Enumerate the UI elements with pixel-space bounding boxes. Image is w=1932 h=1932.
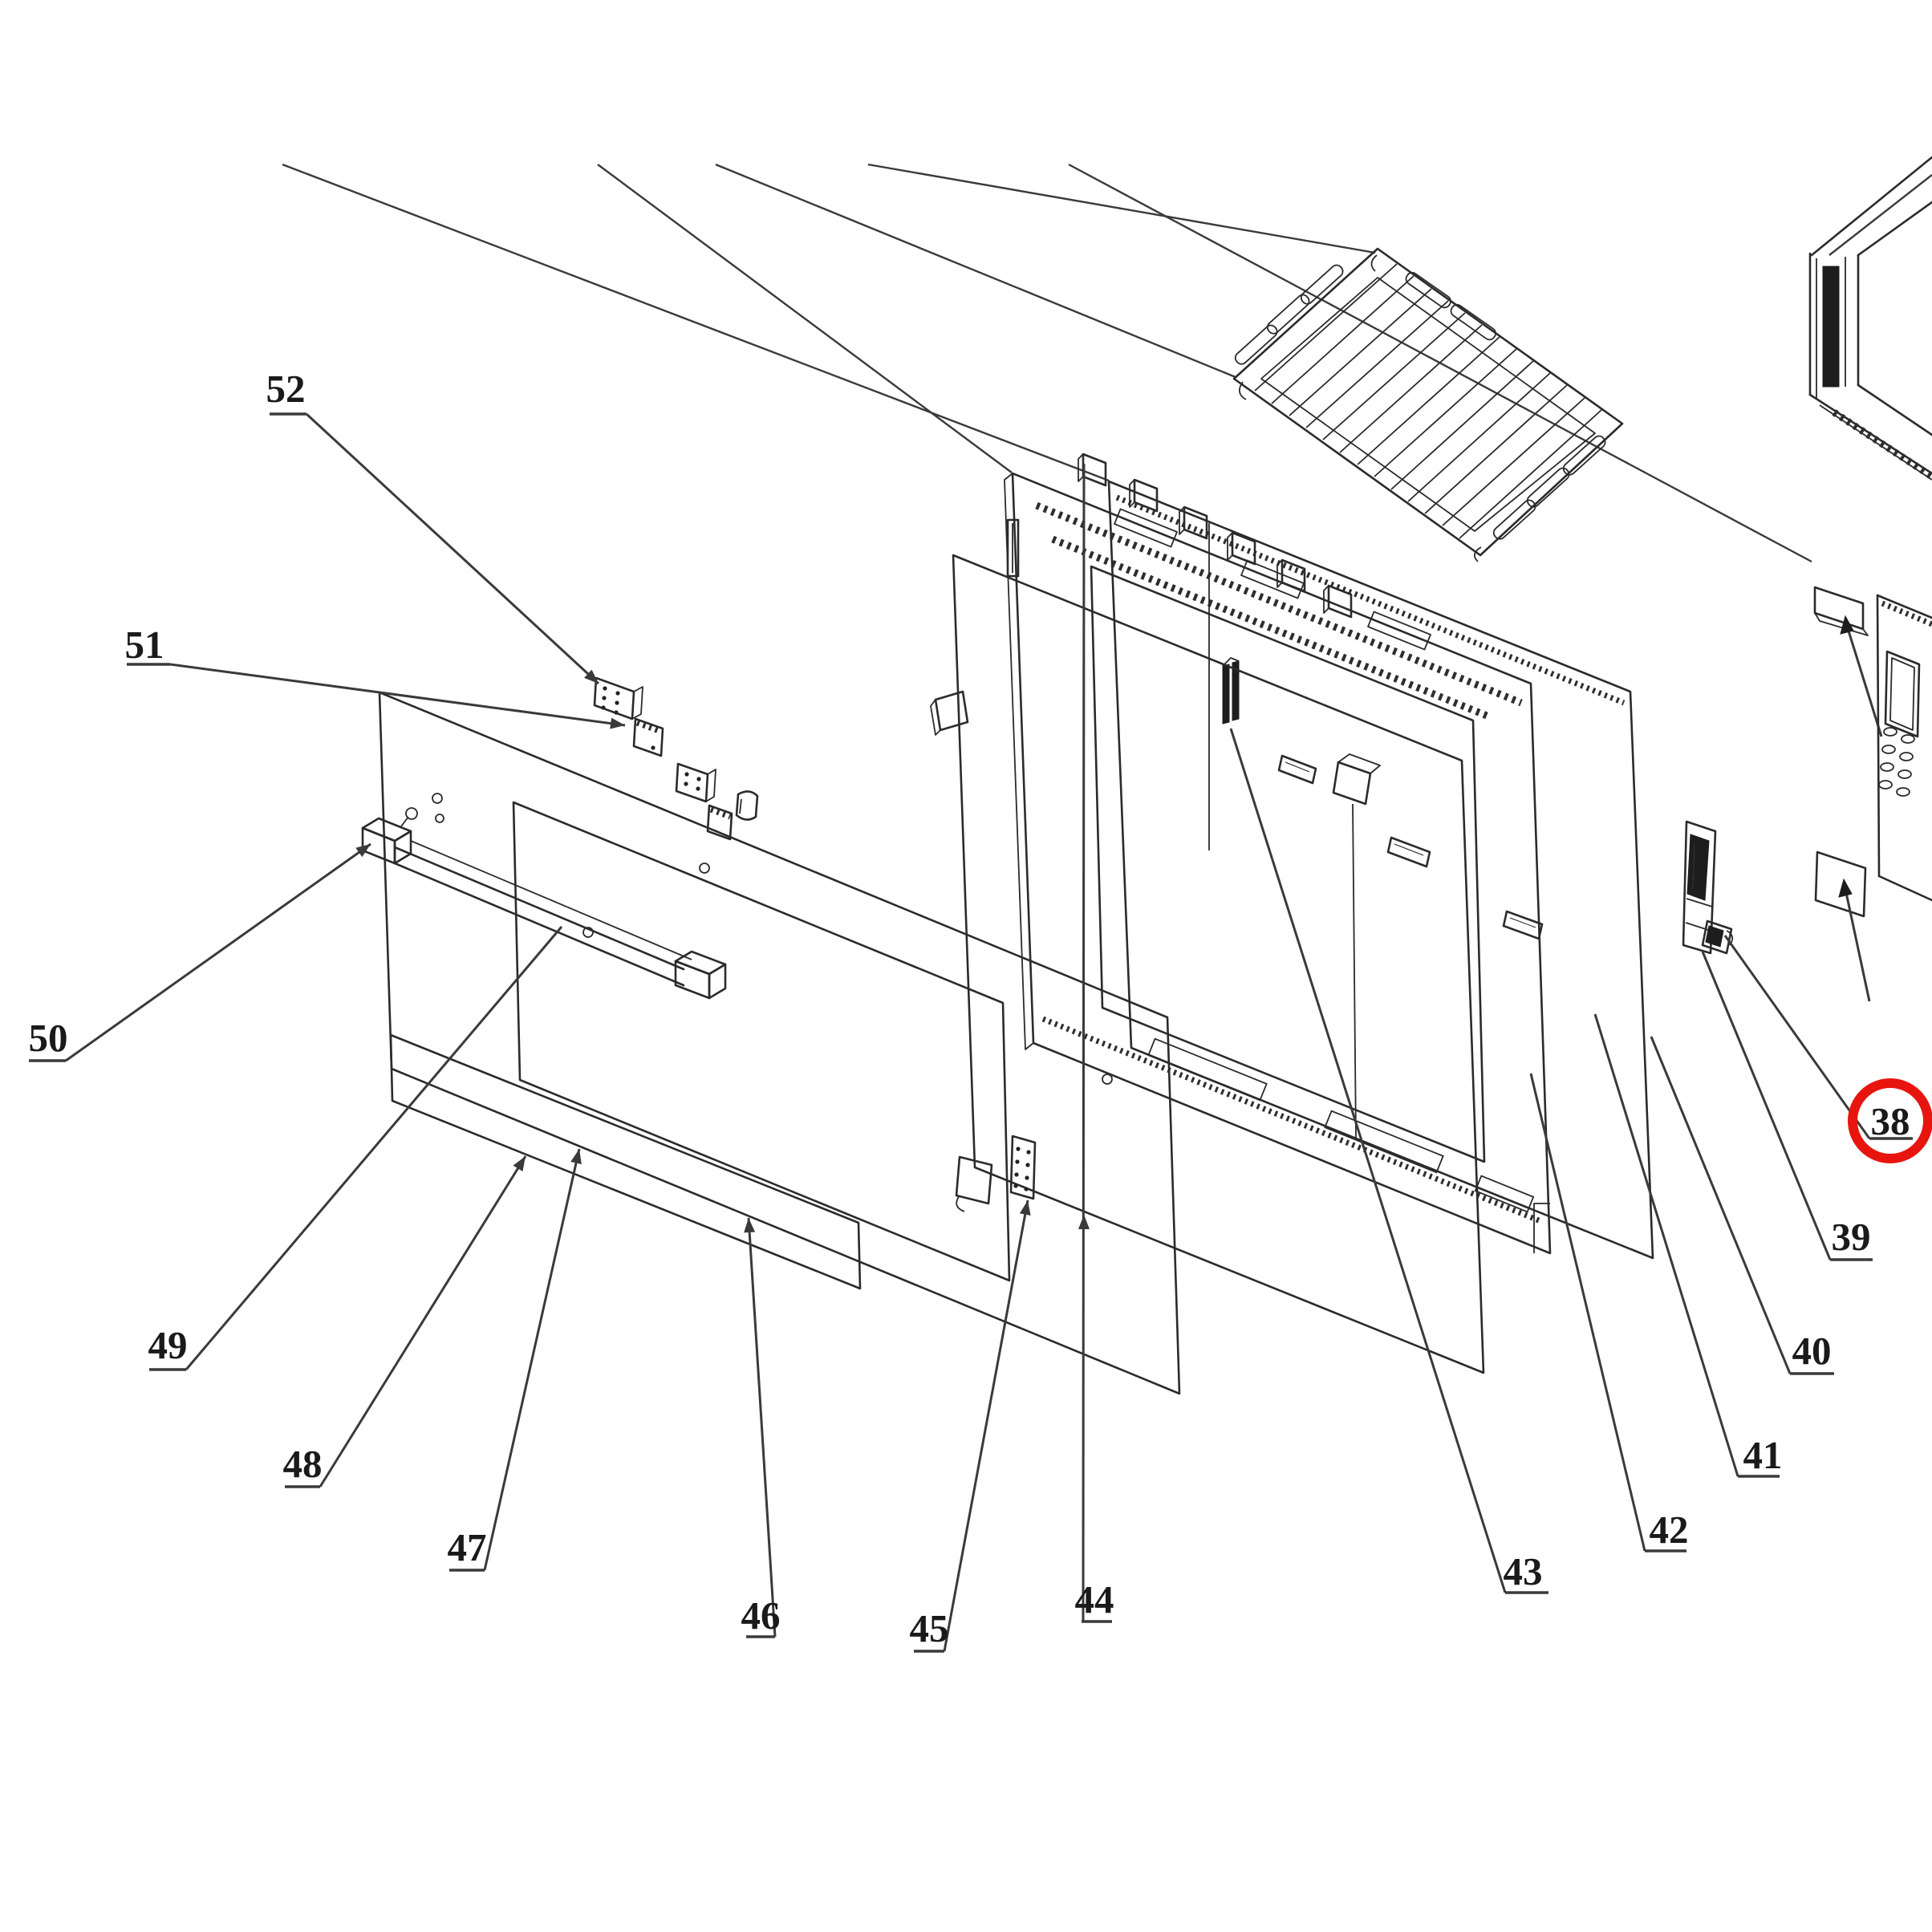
hinge-brackets — [593, 676, 759, 841]
leader-line — [305, 412, 600, 685]
clip-tab — [1227, 531, 1256, 566]
leader-line — [169, 663, 626, 727]
part-number-text: 43 — [1504, 1549, 1543, 1593]
part-label-43[interactable]: 43 — [1229, 728, 1548, 1594]
glass-top-pin — [1006, 518, 1020, 578]
part-label-48[interactable]: 48 — [283, 1155, 527, 1488]
keeper-clip — [1502, 910, 1544, 940]
leader-arrowhead — [1019, 1200, 1031, 1216]
leader-line — [1082, 463, 1086, 1622]
leader-arrowhead — [744, 1218, 756, 1233]
glass-left-hook — [930, 690, 969, 736]
part-label-46[interactable]: 46 — [741, 1217, 781, 1638]
control-panel — [1876, 594, 1932, 902]
part-number-text: 50 — [29, 1016, 68, 1060]
glass-bottom-hook — [955, 1155, 993, 1212]
glass-right-hook — [1332, 753, 1381, 1140]
leader-arrowhead — [513, 1156, 526, 1171]
hinge-bracket-plain — [706, 804, 733, 841]
leader-line — [1593, 1013, 1739, 1477]
leader-line — [1229, 728, 1507, 1593]
leader-arrowhead — [1078, 1215, 1090, 1230]
part-number-text: 52 — [266, 367, 306, 411]
part-number-text: 45 — [910, 1606, 949, 1650]
part-number-text: 41 — [1743, 1433, 1783, 1477]
clip-tab — [1179, 505, 1208, 540]
part-number-text: 39 — [1832, 1215, 1871, 1259]
part-label-44[interactable]: 44 — [1075, 463, 1114, 1623]
part-label-51[interactable]: 51 — [125, 623, 626, 729]
highlight-circle — [1848, 1078, 1932, 1163]
part-label-52[interactable]: 52 — [266, 367, 600, 685]
leader-line — [65, 842, 371, 1062]
hinge-bracket-dotted — [593, 676, 643, 720]
oven-rack — [1232, 247, 1624, 562]
part-number-text: 49 — [148, 1323, 188, 1367]
leader-line — [319, 1155, 527, 1488]
part-number-text: 38 — [1871, 1099, 1910, 1143]
rack-rim-slots — [1234, 264, 1606, 540]
leader-arrowhead — [355, 844, 371, 858]
inner-back-panel — [1107, 480, 1654, 1260]
trim-strip — [1813, 586, 1883, 737]
leader-arrowhead — [610, 717, 625, 729]
keeper-clip — [1277, 754, 1317, 785]
part-number-text: 44 — [1075, 1577, 1114, 1622]
display-window — [1884, 650, 1921, 738]
curved-clip — [735, 790, 759, 821]
outer-door-glass — [378, 691, 1181, 1395]
handle-end-cap-left — [361, 817, 412, 865]
hinge-lock — [1682, 820, 1734, 955]
leader-line — [185, 926, 563, 1370]
clip-tab — [1129, 478, 1159, 513]
part-number-text: 51 — [125, 623, 164, 667]
hinge-bracket-dotted — [675, 762, 716, 803]
leader-arrowhead — [570, 1149, 582, 1165]
leader-line — [943, 1199, 1029, 1652]
clip-tab — [1078, 453, 1107, 487]
keeper-clips — [1277, 754, 1544, 940]
handle-screw — [435, 814, 444, 823]
leader-line — [483, 1148, 581, 1571]
side-plate — [1814, 850, 1871, 1002]
part-label-38[interactable]: 38 — [1723, 935, 1932, 1163]
part-label-49[interactable]: 49 — [148, 926, 563, 1371]
lower-glass-strip — [389, 1033, 862, 1290]
part-label-40[interactable]: 40 — [1650, 1036, 1834, 1375]
screw-plate-45 — [1009, 1134, 1037, 1200]
keeper-clip — [1386, 836, 1431, 868]
leader-arrowhead — [584, 669, 599, 684]
inner-door-frame — [1004, 472, 1552, 1255]
part-label-45[interactable]: 45 — [910, 1199, 1031, 1653]
leader-line — [1701, 951, 1832, 1260]
middle-glass-panel — [930, 518, 1485, 1374]
part-number-text: 48 — [283, 1442, 323, 1486]
part-number-text: 47 — [448, 1525, 487, 1569]
leader-line — [1650, 1036, 1792, 1374]
handle-screw — [400, 807, 418, 827]
part-label-41[interactable]: 41 — [1593, 1013, 1783, 1478]
door-handle — [361, 807, 727, 1000]
leader-line — [1723, 935, 1871, 1139]
part-number-text: 46 — [741, 1593, 781, 1638]
construction-lines — [282, 163, 1812, 563]
part-label-39[interactable]: 39 — [1701, 951, 1873, 1261]
labels-layer: 38 39 40 41 42 43 44 45 46 47 48 49 50 51 52 — [29, 367, 1932, 1653]
part-label-42[interactable]: 42 — [1529, 1073, 1689, 1552]
side-frame — [1808, 156, 1932, 481]
hinge-bracket-plain — [632, 717, 664, 757]
leader-line — [1529, 1073, 1646, 1552]
part-number-text: 42 — [1650, 1508, 1689, 1552]
handle-end-cap-right — [674, 950, 727, 1000]
panel-buttons — [1878, 727, 1915, 797]
part-label-50[interactable]: 50 — [29, 842, 371, 1062]
part-label-47[interactable]: 47 — [448, 1148, 582, 1572]
part-number-text: 40 — [1792, 1329, 1832, 1373]
door-latch — [1222, 657, 1240, 724]
control-panel-group — [1813, 586, 1932, 1002]
rack-wires — [1254, 263, 1602, 539]
hinge-hook — [1701, 919, 1734, 955]
leader-line — [747, 1217, 777, 1638]
